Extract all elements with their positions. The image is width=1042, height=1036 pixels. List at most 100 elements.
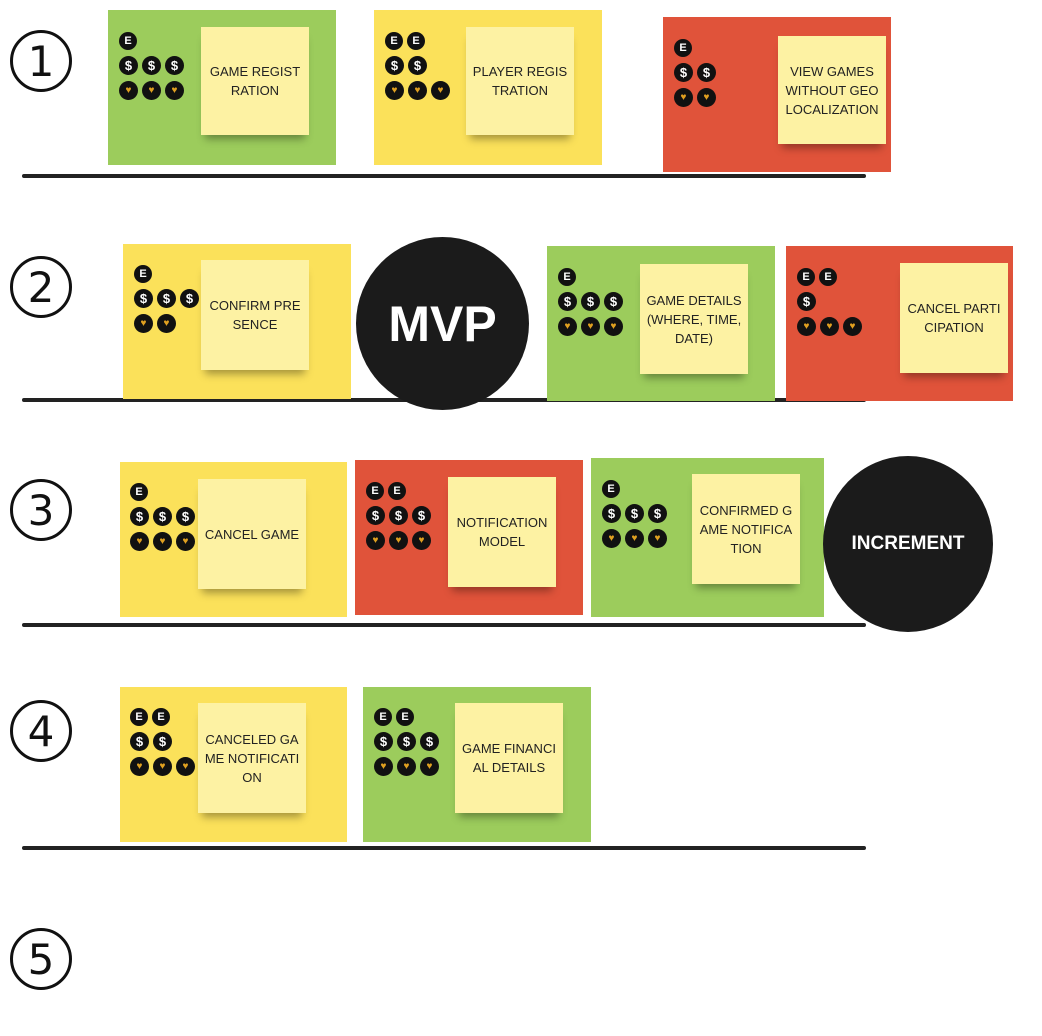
release-line-4 [22, 846, 866, 850]
effort-icon: E [388, 481, 406, 500]
effort-row: E [134, 264, 199, 283]
heart-row: ♥♥♥ [130, 757, 195, 776]
effort-icon: E [602, 479, 620, 498]
heart-icon: ♥ [602, 529, 621, 548]
dollar-icon: $ [157, 289, 176, 308]
effort-icon: E [130, 482, 148, 501]
effort-icon: E [119, 31, 137, 50]
row-number-1: 1 [10, 30, 72, 92]
sticky-note[interactable]: GAME FINANCIAL DETAILS [455, 703, 563, 813]
dollar-icon: $ [374, 732, 393, 751]
score-icons: E$$$♥♥♥ [558, 267, 623, 336]
dollar-row: $$$ [374, 732, 439, 751]
heart-icon: ♥ [697, 88, 716, 107]
heart-icon: ♥ [558, 317, 577, 336]
dollar-row: $$ [385, 56, 450, 75]
dollar-row: $$$ [558, 292, 623, 311]
dollar-row: $$$ [130, 507, 195, 526]
effort-icon: E [407, 31, 425, 50]
heart-icon: ♥ [604, 317, 623, 336]
sticky-note[interactable]: CANCELED GAME NOTIFICATION [198, 703, 306, 813]
heart-icon: ♥ [581, 317, 600, 336]
heart-icon: ♥ [130, 757, 149, 776]
dollar-icon: $ [142, 56, 161, 75]
dollar-icon: $ [385, 56, 404, 75]
sticky-note[interactable]: VIEW GAMES WITHOUT GEOLOCALIZATION [778, 36, 886, 144]
sticky-note[interactable]: GAME REGISTRATION [201, 27, 309, 135]
increment-badge: INCREMENT [823, 456, 993, 632]
dollar-icon: $ [625, 504, 644, 523]
heart-icon: ♥ [153, 532, 172, 551]
heart-icon: ♥ [843, 317, 862, 336]
heart-row: ♥♥ [134, 314, 199, 333]
row-number-4: 4 [10, 700, 72, 762]
heart-row: ♥♥♥ [797, 317, 862, 336]
effort-icon: E [396, 707, 414, 726]
heart-icon: ♥ [157, 314, 176, 333]
heart-row: ♥♥♥ [130, 532, 195, 551]
effort-row: E [602, 479, 667, 498]
effort-icon: E [366, 481, 384, 500]
heart-icon: ♥ [820, 317, 839, 336]
effort-icon: E [134, 264, 152, 283]
row-number-5: 5 [10, 928, 72, 990]
heart-icon: ♥ [119, 81, 138, 100]
heart-icon: ♥ [153, 757, 172, 776]
dollar-icon: $ [134, 289, 153, 308]
heart-icon: ♥ [176, 532, 195, 551]
heart-row: ♥♥♥ [602, 529, 667, 548]
effort-icon: E [797, 267, 815, 286]
heart-icon: ♥ [389, 531, 408, 550]
effort-row: E [674, 38, 716, 57]
dollar-icon: $ [153, 732, 172, 751]
dollar-icon: $ [697, 63, 716, 82]
dollar-icon: $ [130, 732, 149, 751]
release-line-1 [22, 174, 866, 178]
heart-icon: ♥ [366, 531, 385, 550]
heart-icon: ♥ [176, 757, 195, 776]
sticky-note[interactable]: CANCEL GAME [198, 479, 306, 589]
heart-icon: ♥ [165, 81, 184, 100]
dollar-row: $$$ [602, 504, 667, 523]
dollar-icon: $ [153, 507, 172, 526]
row-number-2: 2 [10, 256, 72, 318]
dollar-icon: $ [558, 292, 577, 311]
heart-row: ♥♥♥ [385, 81, 450, 100]
score-icons: E$$$♥♥♥ [602, 479, 667, 548]
heart-icon: ♥ [431, 81, 450, 100]
effort-icon: E [152, 707, 170, 726]
dollar-row: $$ [674, 63, 716, 82]
sticky-note[interactable]: PLAYER REGISTRATION [466, 27, 574, 135]
sticky-note[interactable]: GAME DETAILS (WHERE, TIME, DATE) [640, 264, 748, 374]
dollar-icon: $ [648, 504, 667, 523]
heart-icon: ♥ [385, 81, 404, 100]
heart-icon: ♥ [648, 529, 667, 548]
heart-icon: ♥ [130, 532, 149, 551]
dollar-icon: $ [397, 732, 416, 751]
dollar-icon: $ [604, 292, 623, 311]
dollar-icon: $ [119, 56, 138, 75]
heart-icon: ♥ [412, 531, 431, 550]
dollar-icon: $ [130, 507, 149, 526]
heart-icon: ♥ [797, 317, 816, 336]
sticky-note[interactable]: CANCEL PARTICIPATION [900, 263, 1008, 373]
dollar-icon: $ [797, 292, 816, 311]
dollar-icon: $ [408, 56, 427, 75]
dollar-icon: $ [176, 507, 195, 526]
heart-icon: ♥ [420, 757, 439, 776]
dollar-icon: $ [581, 292, 600, 311]
heart-icon: ♥ [625, 529, 644, 548]
sticky-note[interactable]: CONFIRMED GAME NOTIFICATION [692, 474, 800, 584]
sticky-note[interactable]: CONFIRM PRESENCE [201, 260, 309, 370]
heart-row: ♥♥♥ [119, 81, 184, 100]
heart-row: ♥♥♥ [366, 531, 431, 550]
score-icons: E$$♥♥ [674, 38, 716, 107]
heart-icon: ♥ [408, 81, 427, 100]
sticky-note[interactable]: NOTIFICATION MODEL [448, 477, 556, 587]
